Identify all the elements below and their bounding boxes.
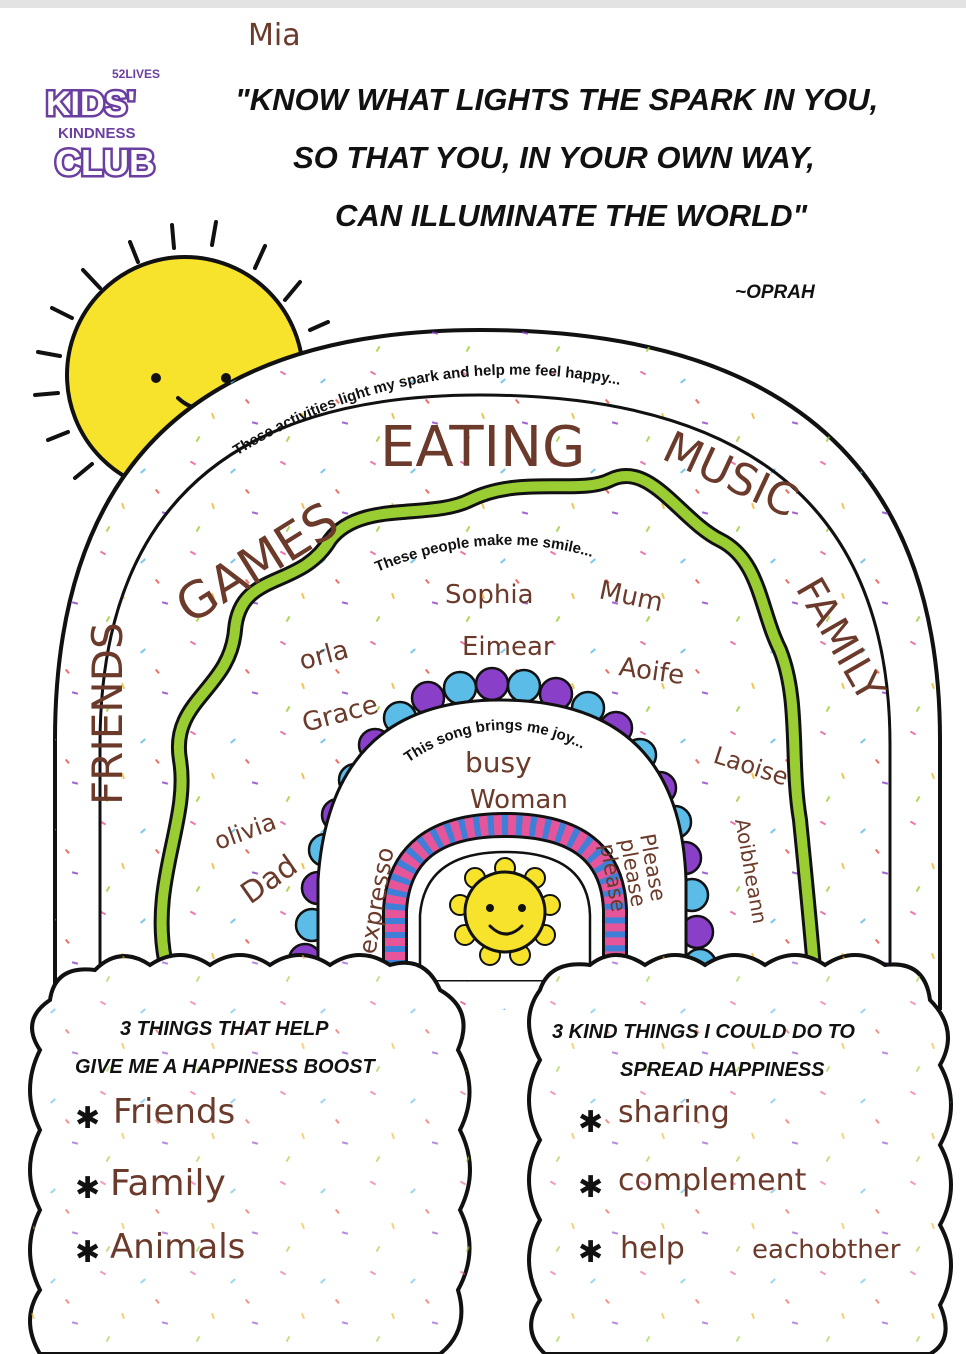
kind-item-3: help [620, 1231, 685, 1266]
svg-text:52LIVES: 52LIVES [112, 67, 160, 81]
right-cloud-heading-1: 3 KIND THINGS I COULD DO TO [552, 1021, 855, 1043]
person-eimear: Eimear [462, 632, 554, 662]
right-bullet-icon: ✱ [578, 1105, 603, 1140]
svg-text:KIDS': KIDS' [46, 85, 135, 123]
kids-kindness-club-logo: 52LIVES KIDS' KINDNESS CLUB [44, 67, 161, 186]
answer-friends: FRIENDS [83, 622, 132, 805]
right-bullet-icon: ✱ [578, 1170, 603, 1205]
person-sophia: Sophia [445, 580, 534, 610]
answer-eating: EATING [380, 415, 585, 480]
kind-item-1: sharing [618, 1095, 730, 1130]
left-bullet-icon: ✱ [75, 1171, 100, 1206]
quote-line-3: CAN ILLUMINATE THE WORLD" [335, 198, 808, 233]
quote-line-2: SO THAT YOU, IN YOUR OWN WAY, [293, 140, 815, 175]
boost-item-3: Animals [110, 1227, 245, 1267]
scan-top-edge [0, 0, 966, 8]
kind-item-3-continued: eachobther [752, 1235, 901, 1265]
left-cloud-heading-1: 3 THINGS THAT HELP [120, 1018, 329, 1040]
small-sun-icon [449, 857, 561, 966]
svg-text:KINDNESS: KINDNESS [58, 125, 136, 142]
right-cloud-heading-2: SPREAD HAPPINESS [620, 1059, 825, 1081]
quote-line-1: "KNOW WHAT LIGHTS THE SPARK IN YOU, [235, 82, 878, 117]
left-bullet-icon: ✱ [75, 1101, 100, 1136]
song-word-busy: busy [465, 746, 532, 779]
left-cloud-heading-2: GIVE ME A HAPPINESS BOOST [75, 1056, 376, 1078]
boost-item-1: Friends [113, 1092, 235, 1132]
right-bullet-icon: ✱ [578, 1235, 603, 1270]
left-bullet-icon: ✱ [75, 1235, 100, 1270]
song-word-woman: Woman [470, 785, 568, 815]
svg-text:CLUB: CLUB [55, 142, 155, 183]
student-name: Mia [248, 18, 301, 53]
boost-item-2: Family [110, 1163, 226, 1204]
kind-item-2: complement [618, 1163, 807, 1198]
quote-author: ~OPRAH [735, 282, 816, 303]
